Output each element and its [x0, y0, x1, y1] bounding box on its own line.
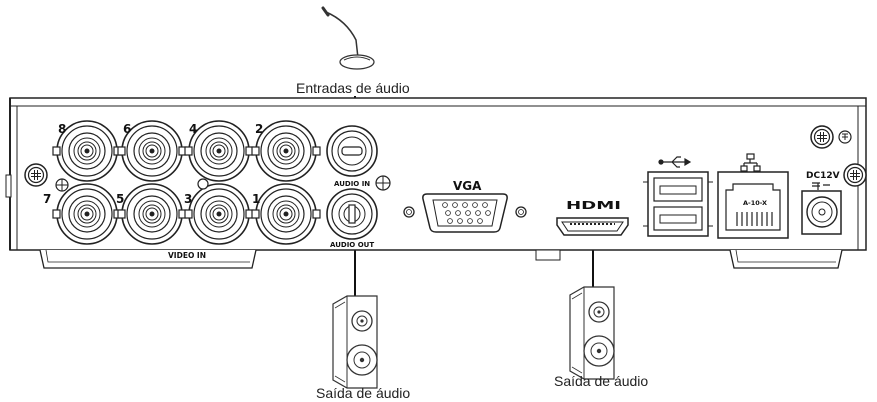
- screw-icon-left: [24, 163, 48, 187]
- vga-label: VGA: [453, 179, 482, 193]
- audio-output-callout: Saída de áudio: [316, 385, 411, 401]
- lan-label: A-10-X: [743, 199, 767, 207]
- dc-label: DC12V: [806, 171, 840, 181]
- bnc-number-2: 2: [255, 122, 263, 136]
- screw-icon-right: [843, 163, 867, 187]
- audio-in-connector: [326, 125, 378, 177]
- hdmi-port: [556, 217, 629, 236]
- network-icon: [740, 153, 761, 172]
- screw-icon-top-right: [810, 125, 834, 149]
- ground-icon: [838, 130, 852, 144]
- speaker-icon-audio-out: [332, 295, 378, 389]
- ground-symbol-left: [55, 178, 69, 192]
- speaker-icon-hdmi: [569, 286, 615, 380]
- microphone-icon: [321, 6, 375, 70]
- usb-icon: [658, 156, 692, 168]
- hdmi-audio-output-callout: Saída de áudio: [554, 373, 649, 389]
- usb-ports: [643, 171, 713, 237]
- vga-port: [403, 193, 527, 233]
- hdmi-label: HDMI: [566, 199, 621, 212]
- audio-out-connector: [326, 188, 378, 240]
- audio-out-label: AUDIO OUT: [330, 241, 374, 249]
- bnc-number-3: 3: [184, 192, 192, 206]
- rj45-port: [717, 171, 789, 239]
- bnc-number-8: 8: [58, 122, 66, 136]
- ground-symbol-audio: [375, 175, 391, 191]
- audio-in-label: AUDIO IN: [334, 180, 370, 188]
- bnc-number-1: 1: [252, 192, 260, 206]
- dc-power-jack: [801, 190, 842, 235]
- audio-inputs-callout: Entradas de áudio: [296, 80, 410, 96]
- bnc-number-4: 4: [189, 122, 197, 136]
- dc-polarity-icon: [812, 182, 830, 190]
- bnc-number-7: 7: [43, 192, 51, 206]
- bnc-number-6: 6: [123, 122, 131, 136]
- bnc-number-5: 5: [116, 192, 124, 206]
- video-in-label: VIDEO IN: [168, 251, 206, 260]
- indicator-hole: [197, 178, 209, 190]
